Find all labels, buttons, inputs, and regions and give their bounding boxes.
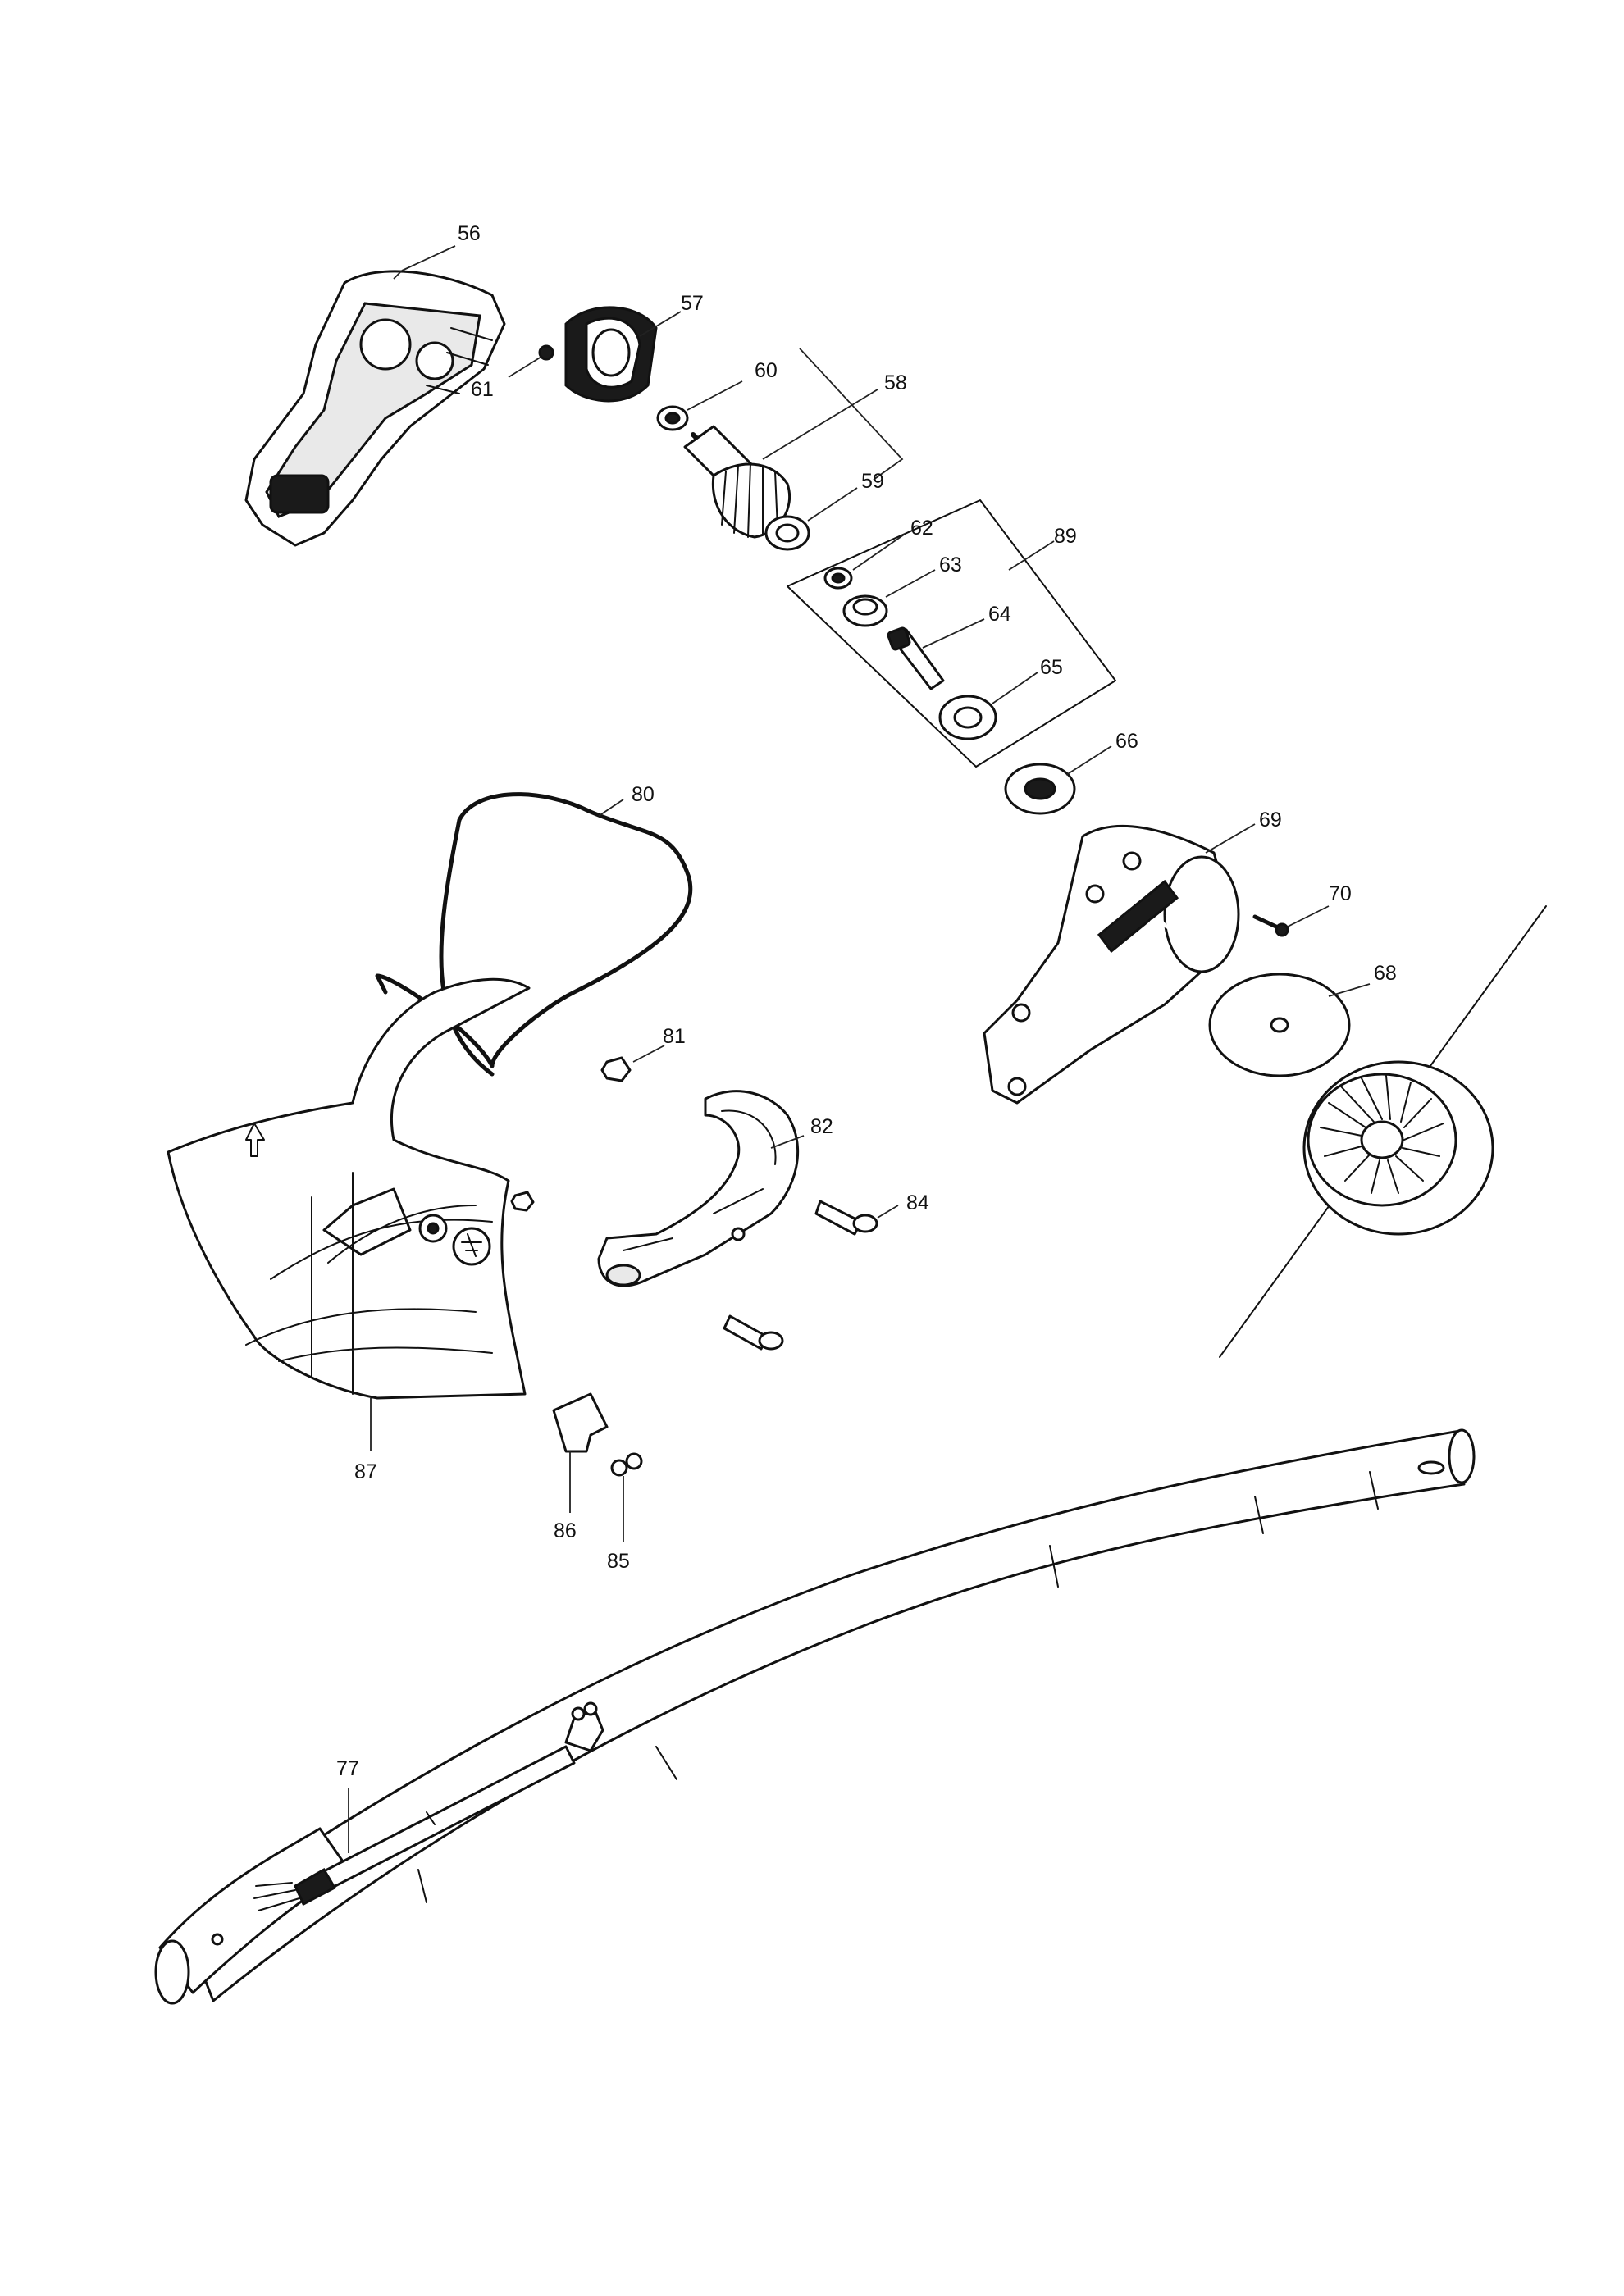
callout-62: 62 — [910, 517, 933, 540]
leader-56 — [401, 245, 456, 271]
leader-84 — [877, 1205, 899, 1219]
part-65-bearing — [938, 695, 997, 740]
part-84-bolt — [814, 1200, 878, 1236]
part-82-bracket — [597, 1090, 800, 1287]
callout-86: 86 — [554, 1519, 577, 1542]
callout-69: 69 — [1259, 809, 1282, 831]
part-87-guard — [167, 977, 531, 1400]
leader-82 — [770, 1135, 805, 1149]
part-84-bolt-b — [723, 1314, 784, 1351]
callout-84: 84 — [906, 1191, 929, 1214]
part-shaft-pipe — [154, 1428, 1476, 2005]
callout-81: 81 — [663, 1025, 686, 1048]
callout-66: 66 — [1115, 730, 1138, 753]
leader-56b — [393, 270, 403, 280]
part-64-spindle — [887, 626, 945, 690]
part-59-bearing — [764, 515, 810, 551]
callout-85: 85 — [607, 1550, 630, 1573]
callout-65: 65 — [1040, 656, 1063, 679]
callout-68: 68 — [1374, 962, 1397, 985]
part-66-washer — [1004, 763, 1076, 815]
part-62-bearing — [823, 567, 853, 590]
leader-70 — [1287, 905, 1330, 927]
part-85-screws — [610, 1452, 643, 1477]
leader-61 — [508, 356, 542, 378]
callout-57: 57 — [681, 292, 704, 315]
leader-69 — [1205, 823, 1256, 854]
leader-81 — [632, 1045, 665, 1063]
leader-80 — [598, 799, 624, 817]
callout-87: 87 — [354, 1460, 377, 1483]
callout-64: 64 — [988, 603, 1011, 626]
part-63-gear — [842, 594, 888, 627]
part-77-wiring — [253, 1702, 604, 1911]
callout-89: 89 — [1054, 525, 1077, 548]
leader-63 — [885, 569, 936, 598]
callout-58: 58 — [884, 371, 907, 394]
part-81-nut-b — [510, 1191, 535, 1212]
part-60-bearing — [656, 405, 689, 431]
arrow-icon — [245, 1123, 265, 1157]
part-70-screw — [1252, 914, 1289, 937]
callout-70: 70 — [1329, 882, 1352, 905]
leader-66 — [1065, 745, 1112, 776]
leader-68 — [1328, 983, 1371, 997]
part-68-protector-plate — [1208, 973, 1351, 1077]
part-81-nut — [600, 1056, 632, 1082]
part-86-clip — [552, 1392, 609, 1453]
leader-65 — [992, 672, 1038, 704]
callout-61: 61 — [471, 378, 494, 401]
part-61-screw — [538, 344, 554, 361]
bracket-60-59 — [799, 348, 904, 481]
callout-60: 60 — [755, 359, 778, 382]
leader-59 — [807, 487, 858, 522]
leader-60 — [687, 380, 743, 411]
part-89-kit-panel — [787, 499, 1116, 768]
leader-58 — [762, 389, 878, 460]
callout-82: 82 — [810, 1115, 833, 1138]
callout-77: 77 — [336, 1757, 359, 1780]
leader-62 — [852, 532, 907, 571]
callout-56: 56 — [458, 222, 481, 245]
part-nylon-cutting-head — [1219, 905, 1547, 1358]
callout-59: 59 — [861, 470, 884, 493]
callout-80: 80 — [632, 783, 655, 806]
leader-64 — [922, 618, 985, 649]
part-57-stator — [564, 306, 658, 403]
leader-57 — [639, 311, 682, 337]
callout-63: 63 — [939, 554, 962, 576]
part-56-housing-half — [244, 270, 506, 547]
leader-89 — [1008, 540, 1055, 571]
part-69-gear-housing: makita — [983, 824, 1240, 1105]
